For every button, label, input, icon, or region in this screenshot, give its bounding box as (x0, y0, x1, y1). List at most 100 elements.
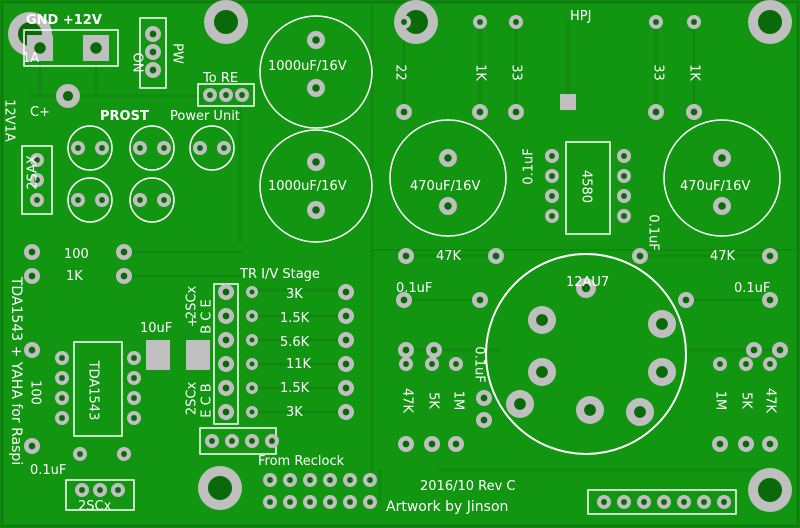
dac-pin-l0-hole (59, 355, 65, 361)
switch-pin-3-hole (149, 66, 157, 74)
res-100-pin-b-hole (120, 248, 128, 256)
to-re-pin-1-hole (223, 92, 229, 98)
opamp-outline (565, 141, 611, 235)
res-top-0: 22 (392, 64, 408, 81)
res-mid-right-pin-b-hole (776, 346, 784, 354)
rating-label: 12V1A (1, 99, 17, 142)
tube-type-label: 12AU7 (566, 275, 610, 290)
mount-hole-3-drill (758, 10, 782, 34)
transistor-footprint-label: 2SAX (25, 155, 41, 190)
res-100-left-pin-b-hole (28, 442, 36, 450)
res-top-1: 1K (472, 64, 488, 81)
left-bottom-res-2-pin-b-hole (452, 440, 460, 448)
dac-pin-r2-hole (131, 395, 137, 401)
cap-left-value: 470uF/16V (410, 179, 481, 194)
iv-res-4-pin-a-hole (249, 385, 255, 391)
transistor-column-outline (213, 283, 239, 425)
iv-res-0: 3K (286, 287, 303, 302)
switch-pin-1-hole (149, 30, 157, 38)
cap-470uf-right-ring (663, 119, 781, 237)
col-top-pins: B C E (199, 299, 215, 334)
cap-bottom-value: 1000uF/16V (268, 179, 347, 194)
left-bottom-res-1-pin-b-hole (428, 440, 436, 448)
transistor-pin-1-hole (222, 312, 230, 320)
dac-pin-l1-hole (59, 375, 65, 381)
res-top-4-pin-b-hole (690, 108, 698, 116)
switch-pin-2-hole (149, 48, 157, 56)
opamp-pin-l0-hole (549, 153, 555, 159)
cap-01-left-pin-a-hole (400, 296, 408, 304)
right-bottom-res-1-pin-a-hole (743, 361, 749, 367)
res-mid-left-pin-a-hole (402, 346, 410, 354)
gpio-pin-0-hole (601, 499, 607, 505)
opamp-pin-l2-hole (549, 193, 555, 199)
rectifier-led-0-ring (67, 125, 113, 171)
cap-470uf-left-pin-2-hole (444, 202, 452, 210)
right-bottom-res-2: 47K (762, 387, 778, 414)
left-bottom-res-0: 47K (399, 387, 415, 414)
sc-bottom-pin-2-hole (115, 487, 121, 493)
gpio-pin-1-hole (621, 499, 627, 505)
tube-pin-1-hole (536, 314, 548, 326)
cap-01-mid-label: 0.1uF (471, 346, 487, 383)
reclock-pin-0-1-hole (287, 477, 293, 483)
iv-res-2-pin-a-hole (249, 337, 255, 343)
sax-pin-1-hole (34, 177, 40, 183)
cap-01-left-label: 0.1uF (396, 281, 433, 296)
res-top-1-pin-b-hole (476, 108, 484, 116)
right-bottom-res-0-pin-b-hole (716, 440, 724, 448)
dac-chip-label: TDA1543 (85, 360, 101, 421)
bottom-header-pin-3-hole (269, 438, 275, 444)
right-bottom-res-1: 5K (738, 392, 754, 409)
cap-01-b-label: 0.1uF (645, 214, 661, 251)
cap-01-mid-pin-b-hole (480, 416, 488, 424)
terminal-block-outline (23, 29, 119, 67)
cap-01-a-label: 0.1uF (521, 148, 537, 185)
tube-pin-0-hole (581, 283, 591, 293)
left-bottom-res-2-pin-a-hole (453, 361, 459, 367)
to-re-pin-2-hole (239, 92, 245, 98)
res-top-2-pin-a-hole (513, 19, 519, 25)
reclock-pin-0-2-hole (307, 477, 313, 483)
sc-bottom-outline (65, 479, 135, 511)
rectifier-led-2-pin-b-hole (221, 145, 227, 151)
cap-right-value: 470uF/16V (680, 179, 751, 194)
res-100-top-label: 100 (64, 247, 89, 262)
right-bottom-res-0-pin-a-hole (717, 361, 723, 367)
rectifier-led-2-ring (189, 125, 235, 171)
prost-label: PROST (100, 109, 149, 124)
res-47k-left-label: 47K (436, 249, 462, 264)
cap-1000uf-top-ring (259, 15, 373, 129)
iv-res-3-pin-a-hole (249, 361, 255, 367)
right-bottom-res-2-pin-b-hole (766, 440, 774, 448)
terminal-12v-hole (90, 42, 102, 54)
res-47k-left-pin-a-hole (402, 252, 410, 260)
gpio-pin-2-hole (641, 499, 647, 505)
dac-pin-r1-hole (131, 375, 137, 381)
reclock-pin-1-4-hole (347, 499, 353, 505)
right-bottom-res-2-pin-a-hole (767, 361, 773, 367)
rectifier-led-0-pin-b-hole (99, 145, 105, 151)
gpio-header-outline (587, 489, 737, 515)
left-bottom-res-0-pin-b-hole (402, 440, 410, 448)
col-top-label: 2SCx (184, 285, 200, 320)
rectifier-led-3-pin-b-hole (99, 197, 105, 203)
dac-pin-r0-hole (131, 355, 137, 361)
cap-01-right-pin-a-hole (682, 296, 690, 304)
opamp-label: 4580 (578, 169, 594, 204)
mount-hole-2-drill (404, 10, 428, 34)
res-47k-left-pin-b-hole (492, 252, 500, 260)
rectifier-led-0-pin-a-hole (75, 145, 81, 151)
res-top-1-pin-a-hole (477, 19, 483, 25)
iv-stage-title: TR I/V Stage (240, 267, 320, 282)
rectifier-led-4-pin-a-hole (137, 197, 143, 203)
cap-01-bottom-label: 0.1uF (30, 463, 67, 478)
tube-pin-5-hole (584, 404, 596, 416)
iv-res-5-pin-b-hole (342, 408, 350, 416)
cap-top-value: 1000uF/16V (268, 59, 347, 74)
hpj-label: HPJ (570, 9, 592, 24)
cap-01-left-pin-b-hole (476, 296, 484, 304)
iv-res-1-pin-b-hole (342, 312, 350, 320)
cplus-label: C+ (30, 105, 50, 120)
